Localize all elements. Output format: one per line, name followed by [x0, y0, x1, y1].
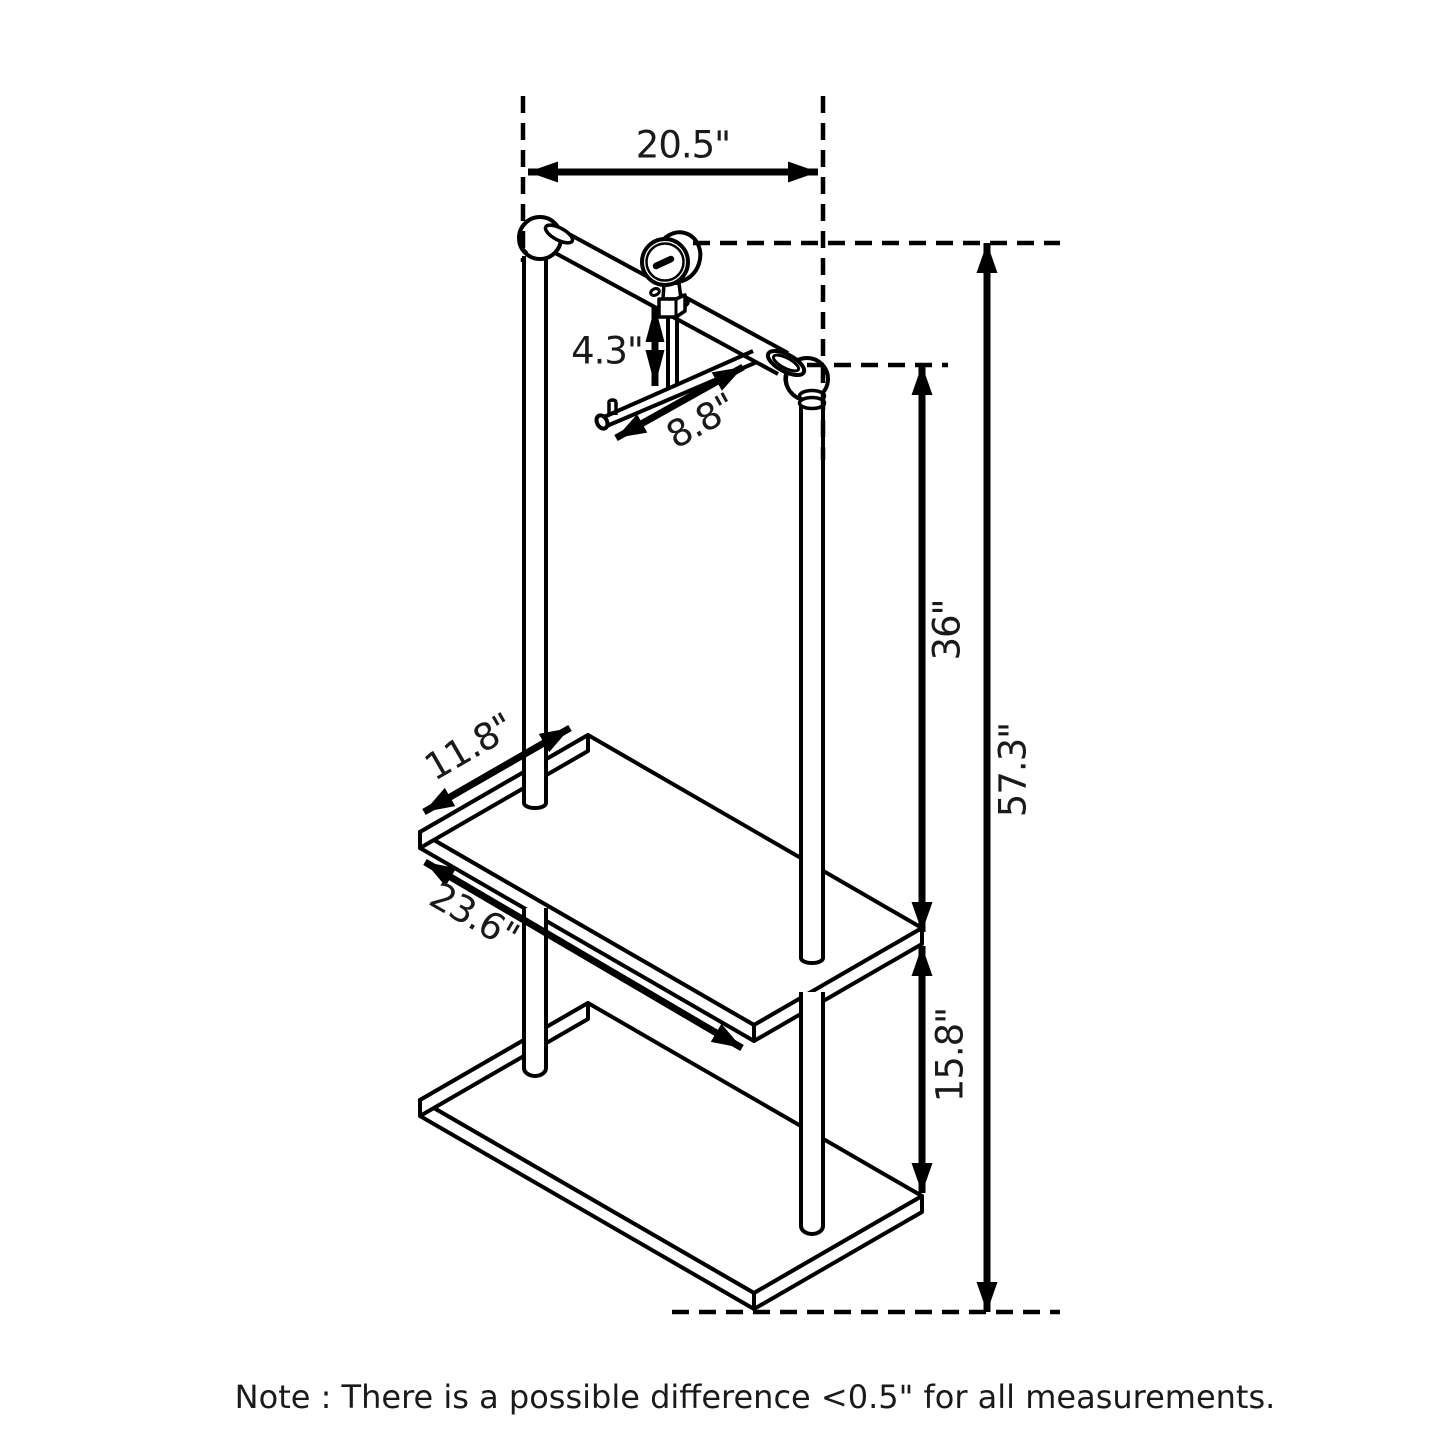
dim-label-clock-drop: 4.3": [571, 329, 644, 373]
middle-shelf: [418, 733, 924, 1043]
dim-arrow-top-width: [528, 161, 818, 183]
dim-arrow-hanger-depth: [614, 363, 745, 442]
clock-gauge-icon: [640, 230, 703, 319]
dim-arrow-bar-height: [911, 365, 933, 932]
left-pole: [522, 256, 548, 1078]
dim-label-bar-height: 36": [925, 599, 969, 661]
dim-label-top-width: 20.5": [635, 123, 731, 167]
note-text: Note : There is a possible difference <0…: [234, 1378, 1276, 1416]
left-elbow-fitting: [517, 215, 575, 261]
dim-arrow-shelf-depth: [422, 724, 572, 816]
dim-label-shelf-spacing: 15.8": [928, 1007, 972, 1103]
dim-label-total-height: 57.3": [991, 722, 1035, 818]
bottom-shelf: [418, 1001, 924, 1311]
dim-arrow-total-height: [976, 243, 998, 1312]
dim-arrow-shelf-spacing: [911, 946, 933, 1193]
right-pole: [799, 403, 825, 1236]
right-elbow-fitting: [765, 348, 830, 411]
dim-arrow-clock-drop: [645, 306, 665, 386]
dim-arrow-shelf-width: [423, 858, 744, 1052]
